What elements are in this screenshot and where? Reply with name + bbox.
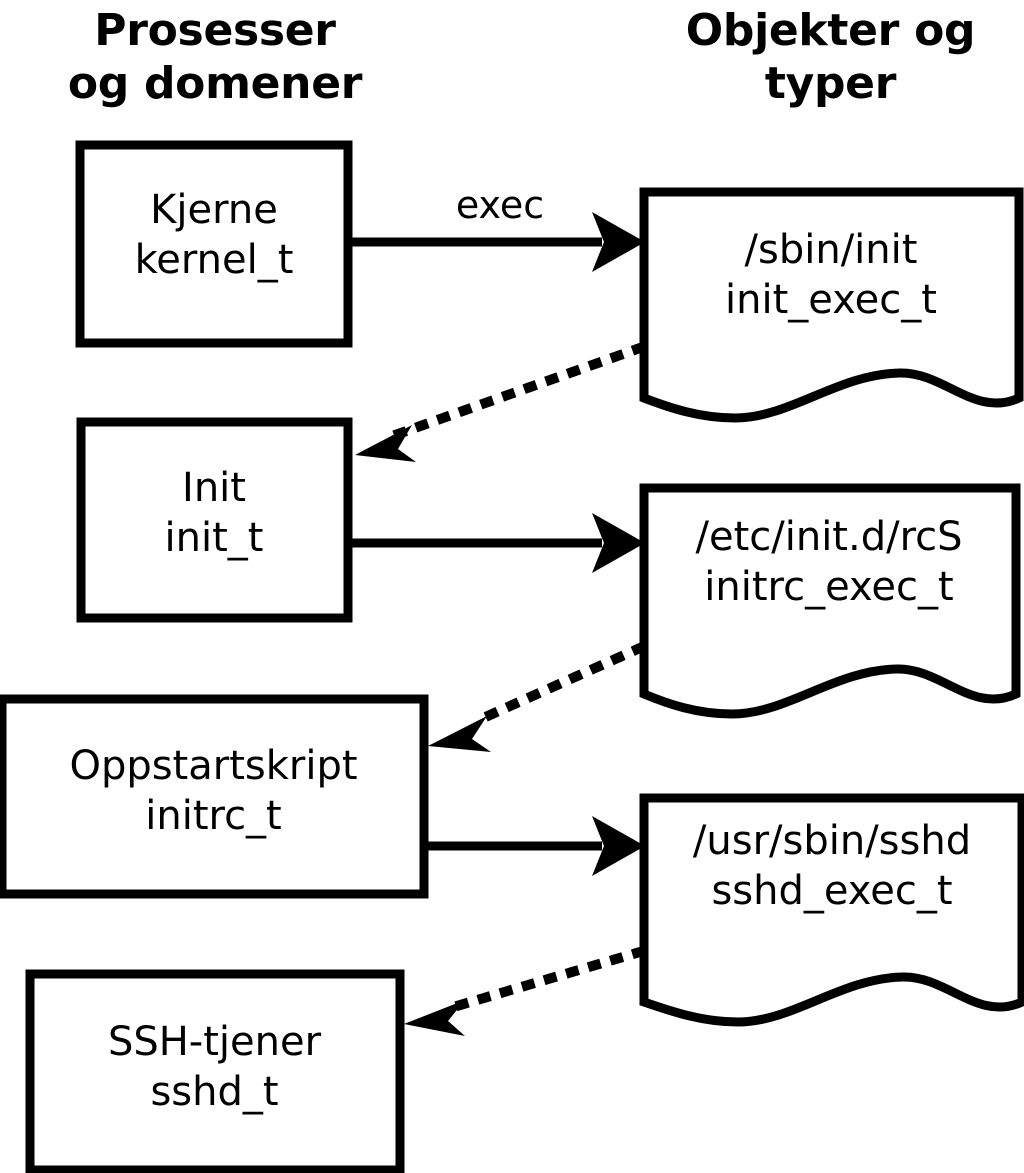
column-header-objects: Objekter og typer (685, 5, 976, 109)
node-shape-usr-sbin-sshd[interactable] (639, 793, 1024, 1027)
node-label-etc-initd-rcs: /etc/init.d/rcS initrc_exec_t (695, 514, 963, 610)
node-shape-kernel[interactable] (75, 140, 353, 348)
node-shape-initrc[interactable] (0, 694, 429, 899)
node-label-usr-sbin-sshd: /usr/sbin/sshd sshd_exec_t (692, 818, 972, 914)
node-label-kernel: Kjerne kernel_t (134, 187, 294, 283)
node-label-sbin-init: /sbin/init init_exec_t (725, 227, 937, 323)
node-label-initrc: Oppstartskript initrc_t (69, 743, 358, 839)
node-shape-sbin-init[interactable] (639, 187, 1024, 423)
edge-kernel-exec-init (348, 212, 645, 272)
edge-sshdexec-to-sshd (404, 945, 647, 1036)
edge-init-exec-rcs (348, 513, 645, 573)
column-header-processes: Prosesser og domener (67, 5, 363, 109)
edge-label-exec: exec (455, 183, 545, 227)
node-shape-sshd[interactable] (25, 969, 405, 1173)
edge-rcsexec-to-initrc (428, 641, 647, 752)
node-shape-etc-initd-rcs[interactable] (639, 483, 1021, 719)
edge-initexec-to-init (355, 341, 647, 462)
node-shape-init[interactable] (76, 417, 353, 623)
edge-initrc-exec-sshd (424, 816, 645, 876)
node-label-sshd: SSH-tjener sshd_t (107, 1019, 322, 1115)
node-label-init: Init init_t (164, 465, 264, 561)
